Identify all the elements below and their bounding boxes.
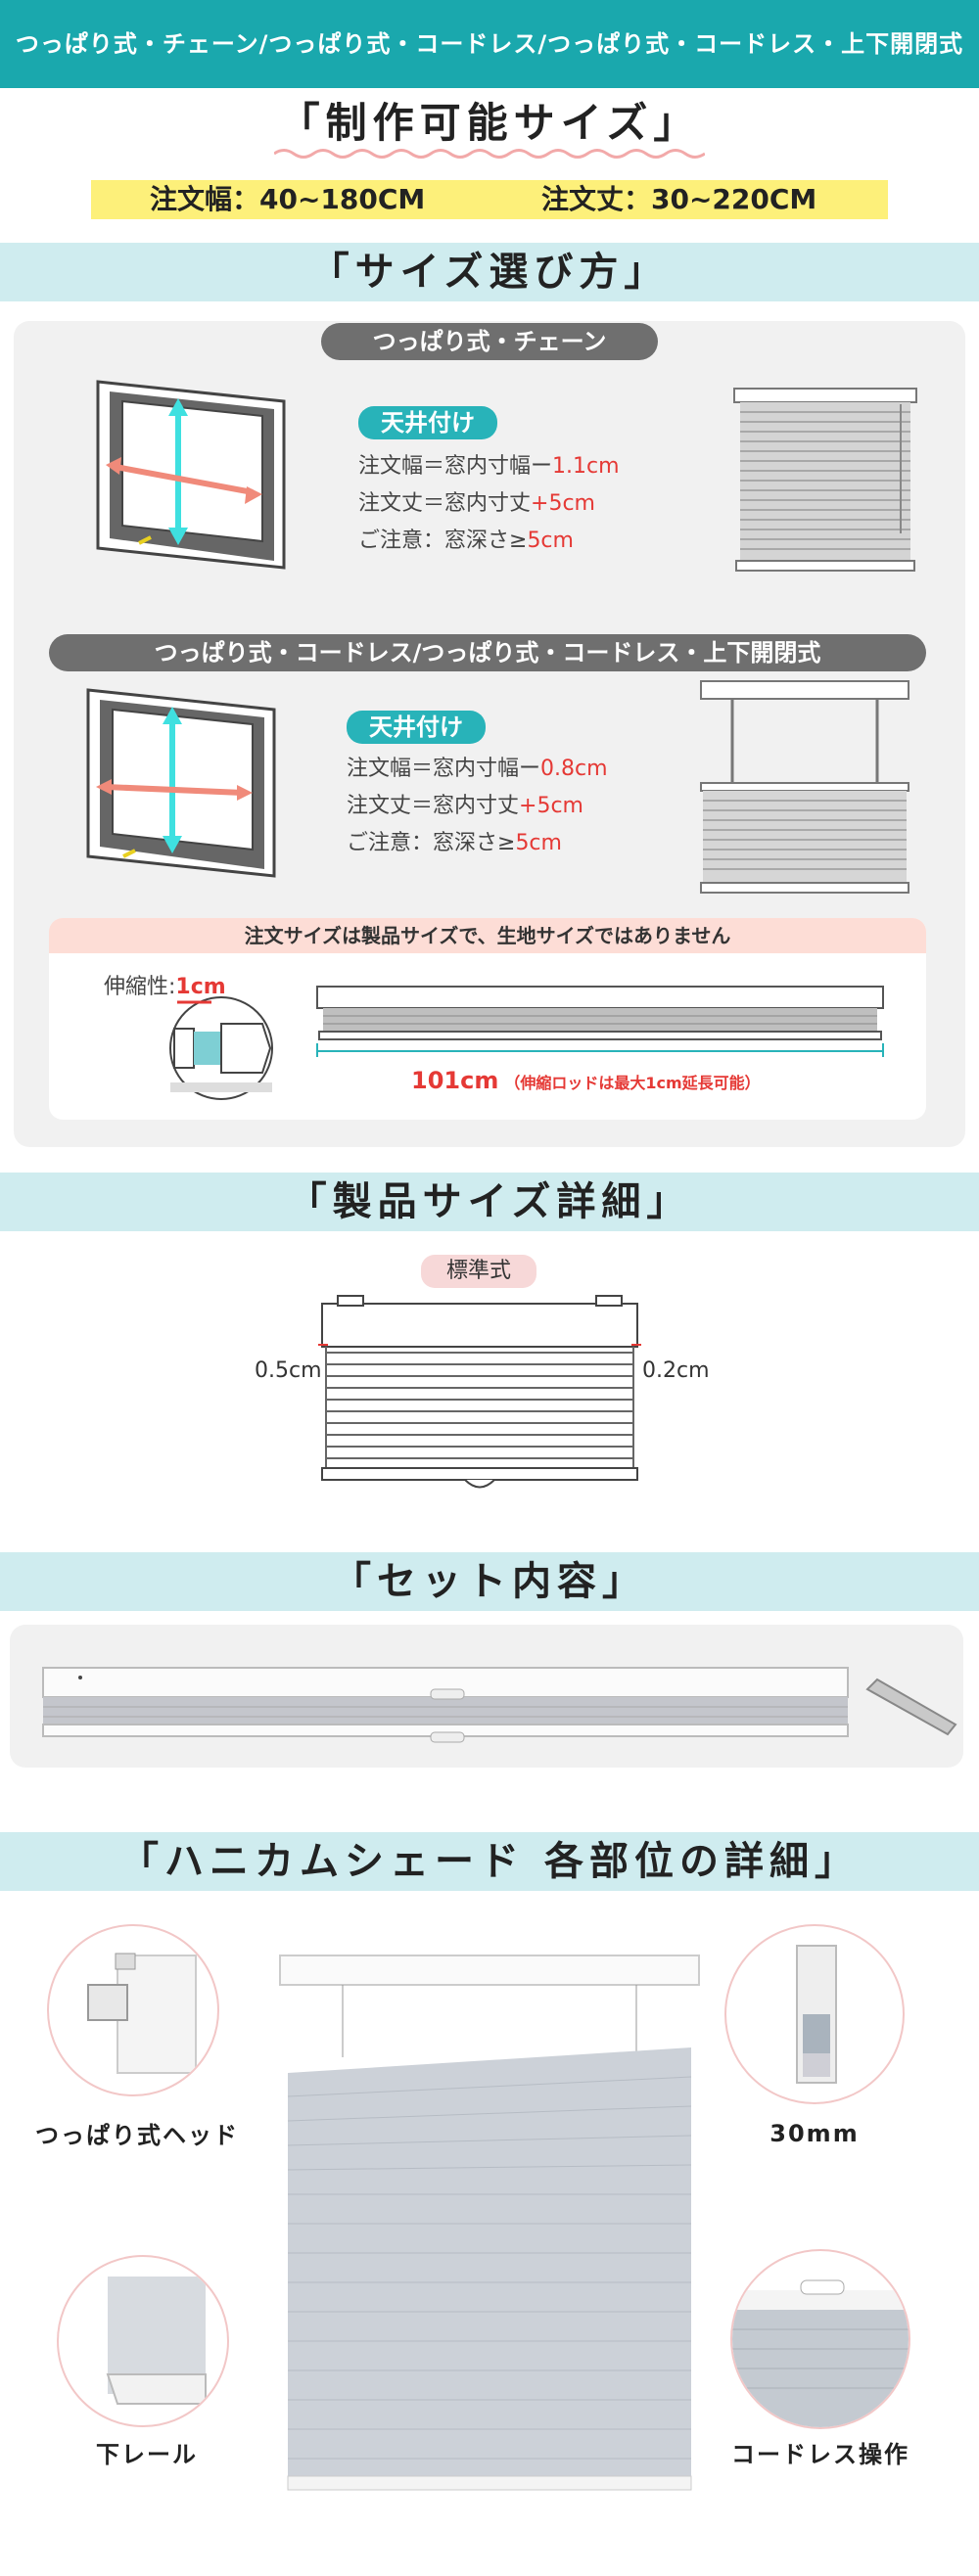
cordless-rule-width: 注文幅＝窓内寸幅ー0.8cm [347, 757, 608, 781]
cordless-closeup [730, 2249, 910, 2429]
cordless-label: コードレス操作 [731, 2441, 909, 2468]
cordless-mount-badge: 天井付け [347, 711, 486, 744]
stretch-rod-closeup [169, 996, 273, 1100]
bottom-rail-label: 下レール [96, 2441, 198, 2468]
header-title: つっぱり式・チェーン/つっぱり式・コードレス/つっぱり式・コードレス・上下開閉式 [0, 0, 979, 88]
window-diagram-cordless [86, 688, 276, 878]
cordless-rule-depth: ご注意：窓深さ≥5cm [347, 831, 562, 855]
rod-length-diagram [316, 986, 884, 1057]
cordless-shade-image [700, 680, 909, 894]
left-gap-label: 0.5cm [255, 1358, 322, 1383]
chain-rule-depth: ご注意：窓深さ≥5cm [358, 529, 574, 553]
width-label: 30mm [769, 2120, 860, 2147]
chain-type-label: つっぱり式・チェーン [321, 323, 658, 360]
parts-title: 「ハニカムシェード 各部位の詳細」 [0, 1832, 979, 1891]
stretch-label: 伸縮性:1cm [104, 975, 226, 999]
window-diagram-chain [96, 380, 286, 570]
cordless-rule-height: 注文丈＝窓内寸丈+5cm [347, 794, 583, 818]
set-contents-image [42, 1667, 957, 1743]
shade-main-image [279, 1955, 700, 2491]
bottom-rail-closeup [57, 2255, 229, 2427]
chain-rule-width: 注文幅＝窓内寸幅ー1.1cm [358, 454, 620, 479]
standard-type-badge: 標準式 [421, 1255, 536, 1288]
wavy-underline [274, 149, 705, 159]
how-to-title: 「サイズ選び方」 [0, 243, 979, 301]
size-range-bar: 注文幅：40~180CM 注文丈：30~220CM [91, 180, 888, 219]
chain-shade-image [733, 388, 917, 572]
rod-length: 101cm（伸縮ロッドは最大1cm延長可能） [411, 1067, 761, 1094]
width-closeup [724, 1924, 905, 2104]
right-gap-label: 0.2cm [642, 1358, 710, 1383]
order-width-range: 注文幅：40~180CM [150, 183, 426, 215]
order-size-note-header: 注文サイズは製品サイズで、生地サイズではありません [49, 918, 926, 953]
product-size-diagram [318, 1295, 641, 1489]
head-closeup [47, 1924, 219, 2096]
product-size-title: 「製品サイズ詳細」 [0, 1173, 979, 1231]
cordless-type-label: つっぱり式・コードレス/つっぱり式・コードレス・上下開閉式 [49, 634, 926, 671]
set-contents-title: 「セット内容」 [0, 1552, 979, 1611]
chain-mount-badge: 天井付け [358, 406, 497, 439]
head-label: つっぱり式ヘッド [35, 2122, 239, 2149]
size-range-title: 「制作可能サイズ」 [278, 99, 701, 147]
chain-rule-height: 注文丈＝窓内寸丈+5cm [358, 491, 595, 516]
order-height-range: 注文丈：30~220CM [541, 183, 817, 215]
